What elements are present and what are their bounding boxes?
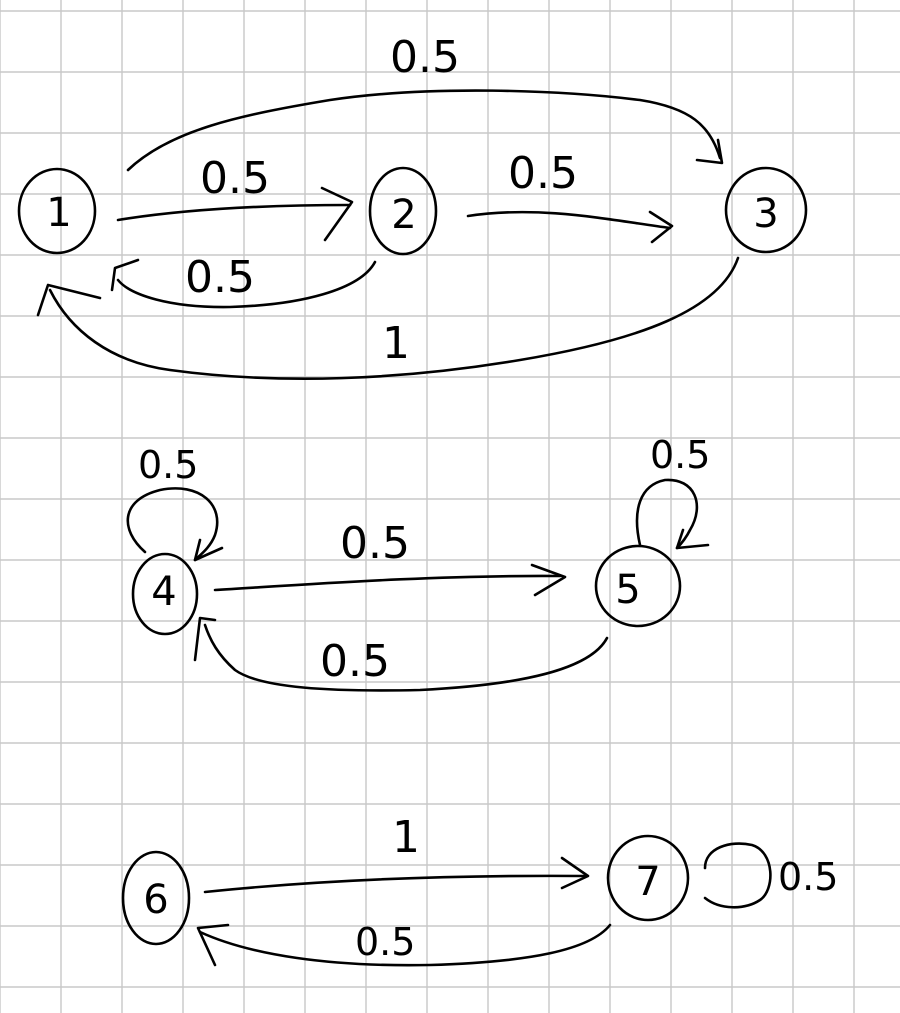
svg-text:2: 2	[391, 192, 416, 238]
edge-label: 1	[382, 318, 410, 369]
svg-text:1: 1	[46, 190, 71, 236]
edge-label: 0.5	[138, 443, 198, 487]
edge-2-to-1: 0.5	[110, 252, 377, 309]
svg-text:5: 5	[615, 567, 640, 613]
node-7: 7	[606, 834, 690, 922]
edge-label: 0.5	[185, 252, 255, 303]
node-4: 4	[131, 552, 199, 636]
edge-label: 0.5	[200, 153, 270, 204]
edge-3-to-1: 1	[36, 256, 740, 380]
node-1: 1	[17, 167, 97, 255]
edge-1-to-2: 0.5	[116, 153, 354, 242]
edge-label: 1	[392, 812, 420, 863]
svg-text:7: 7	[635, 859, 660, 905]
graph-2: 4 5 0.5 0.5 0.5 0.5	[126, 433, 710, 692]
node-5: 5	[594, 544, 682, 628]
edge-7-to-7: 0.5	[703, 842, 838, 909]
svg-text:4: 4	[151, 569, 176, 615]
edge-5-to-4: 0.5	[193, 616, 609, 692]
graph-3: 6 7 1 0.5 0.5	[121, 812, 838, 967]
edge-label: 0.5	[340, 518, 410, 569]
edge-4-to-4: 0.5	[126, 443, 224, 562]
edge-4-to-5: 0.5	[213, 518, 567, 597]
edge-label: 0.5	[650, 433, 710, 477]
edge-6-to-7: 1	[203, 812, 590, 894]
edge-1-to-3: 0.5	[126, 32, 724, 172]
edge-label: 0.5	[355, 920, 415, 964]
svg-text:6: 6	[143, 877, 168, 923]
node-3: 3	[724, 166, 808, 254]
edge-5-to-5: 0.5	[635, 433, 710, 550]
node-2: 2	[368, 166, 438, 256]
node-6: 6	[121, 850, 191, 946]
edge-label: 0.5	[778, 855, 838, 899]
edge-label: 0.5	[320, 636, 390, 687]
graph-1: 1 2 3 0.5 0.5 0.5	[17, 32, 808, 380]
edge-label: 0.5	[508, 148, 578, 199]
svg-text:3: 3	[753, 191, 778, 237]
edge-7-to-6: 0.5	[196, 920, 612, 967]
edge-2-to-3: 0.5	[466, 148, 674, 244]
edge-label: 0.5	[390, 32, 460, 83]
